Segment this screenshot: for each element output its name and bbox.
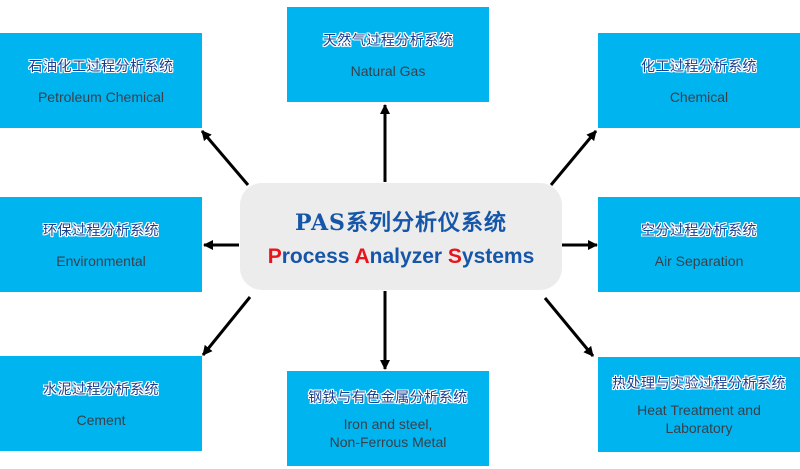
node-title-en: Air Separation <box>654 252 744 269</box>
center-title-part: nalyzer <box>369 244 448 268</box>
node-petroleum-chemical[interactable]: 石油化工过程分析系统 Petroleum Chemical <box>0 33 202 128</box>
node-title-zh: 天然气过程分析系统 <box>322 32 454 49</box>
node-title-en: Environmental <box>56 252 146 269</box>
node-environmental[interactable]: 环保过程分析系统 Environmental <box>0 197 202 292</box>
arrow-to-cement <box>201 296 252 356</box>
node-title-zh: 化工过程分析系统 <box>641 58 757 75</box>
arrow-to-petroleum <box>200 130 250 186</box>
node-title-en: Cement <box>76 411 126 428</box>
node-title-en-line1: Iron and steel, <box>343 415 433 432</box>
node-title-en: Petroleum Chemical <box>37 88 165 105</box>
arrow-to-chemical <box>549 130 598 186</box>
center-node-pas[interactable]: PAS系列分析仪系统 Process Analyzer Systems <box>240 183 562 290</box>
center-title-zh: PAS系列分析仪系统 <box>295 209 507 236</box>
arrow-to-heat-treatment <box>543 297 595 357</box>
node-title-zh: 热处理与实验过程分析系统 <box>612 375 786 392</box>
node-iron-steel-nonferrous[interactable]: 钢铁与有色金属分析系统 Iron and steel, Non-Ferrous … <box>287 371 489 466</box>
node-title-en-line1: Heat Treatment and <box>637 401 761 418</box>
center-title-part: ystems <box>461 244 535 268</box>
node-title-en-line2: Non-Ferrous Metal <box>329 433 447 450</box>
node-title-zh: 空分过程分析系统 <box>641 222 757 239</box>
node-title-zh: 钢铁与有色金属分析系统 <box>308 389 468 406</box>
center-title-part: rocess <box>281 244 355 268</box>
node-title-en: Heat Treatment and Laboratory <box>637 401 761 437</box>
node-chemical[interactable]: 化工过程分析系统 Chemical <box>598 33 800 128</box>
node-title-en: Natural Gas <box>350 62 426 79</box>
node-heat-treatment-laboratory[interactable]: 热处理与实验过程分析系统 Heat Treatment and Laborato… <box>598 357 800 452</box>
node-title-zh: 水泥过程分析系统 <box>43 381 159 398</box>
node-air-separation[interactable]: 空分过程分析系统 Air Separation <box>598 197 800 292</box>
center-title-en: Process Analyzer Systems <box>268 245 535 269</box>
node-title-en: Iron and steel, Non-Ferrous Metal <box>330 415 447 451</box>
center-title-part: S <box>447 244 462 268</box>
center-title-part: P <box>267 244 282 268</box>
node-title-zh: 环保过程分析系统 <box>43 222 159 239</box>
node-title-en-line2: Laboratory <box>665 419 733 436</box>
center-title-part: A <box>354 244 370 268</box>
node-natural-gas[interactable]: 天然气过程分析系统 Natural Gas <box>287 7 489 102</box>
node-title-zh: 石油化工过程分析系统 <box>28 58 174 75</box>
node-cement[interactable]: 水泥过程分析系统 Cement <box>0 356 202 451</box>
node-title-en: Chemical <box>669 88 729 105</box>
